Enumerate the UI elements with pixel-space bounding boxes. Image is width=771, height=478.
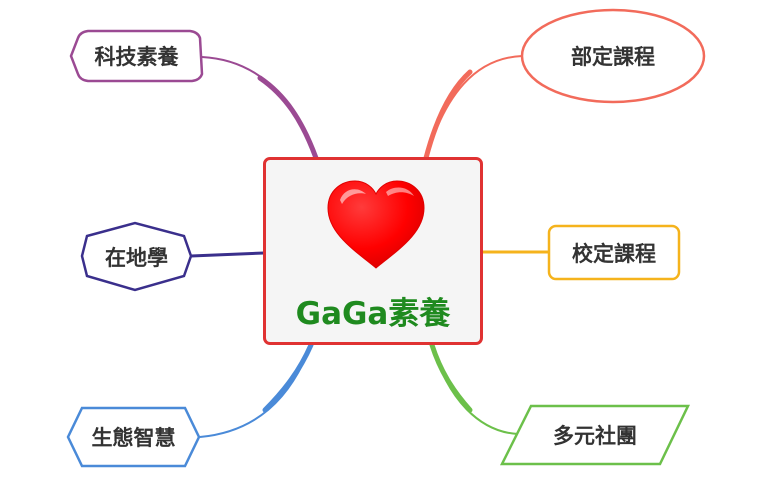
node-national-label: 部定課程 (571, 45, 655, 69)
connector-national (425, 55, 523, 159)
node-clubs[interactable]: 多元社團 (515, 406, 675, 464)
node-clubs-label: 多元社團 (553, 424, 637, 448)
node-tech[interactable]: 科技素養 (71, 31, 202, 81)
node-shape-local (80, 221, 193, 292)
node-local-label: 在地學 (105, 245, 168, 270)
node-school[interactable]: 校定課程 (549, 226, 679, 279)
node-shape-eco (66, 406, 201, 468)
heart-icon (327, 180, 425, 269)
connector-eco (199, 344, 312, 438)
node-eco-label: 生態智慧 (91, 426, 176, 450)
node-shape-tech (69, 29, 204, 83)
connector-local (190, 251, 265, 258)
node-tech-label: 科技素養 (94, 45, 179, 69)
node-local[interactable]: 在地學 (82, 223, 191, 290)
node-shape-national (520, 8, 706, 104)
node-shape-school (547, 224, 681, 281)
node-eco[interactable]: 生態智慧 (68, 408, 199, 466)
node-shape-clubs (499, 404, 690, 466)
central-topic[interactable]: GaGa素養 (263, 157, 483, 345)
node-national[interactable]: 部定課程 (522, 10, 704, 102)
central-topic-title: GaGa素養 (295, 296, 451, 332)
connector-tech (201, 56, 317, 159)
node-school-label: 校定課程 (572, 241, 656, 266)
connector-clubs (431, 344, 519, 435)
